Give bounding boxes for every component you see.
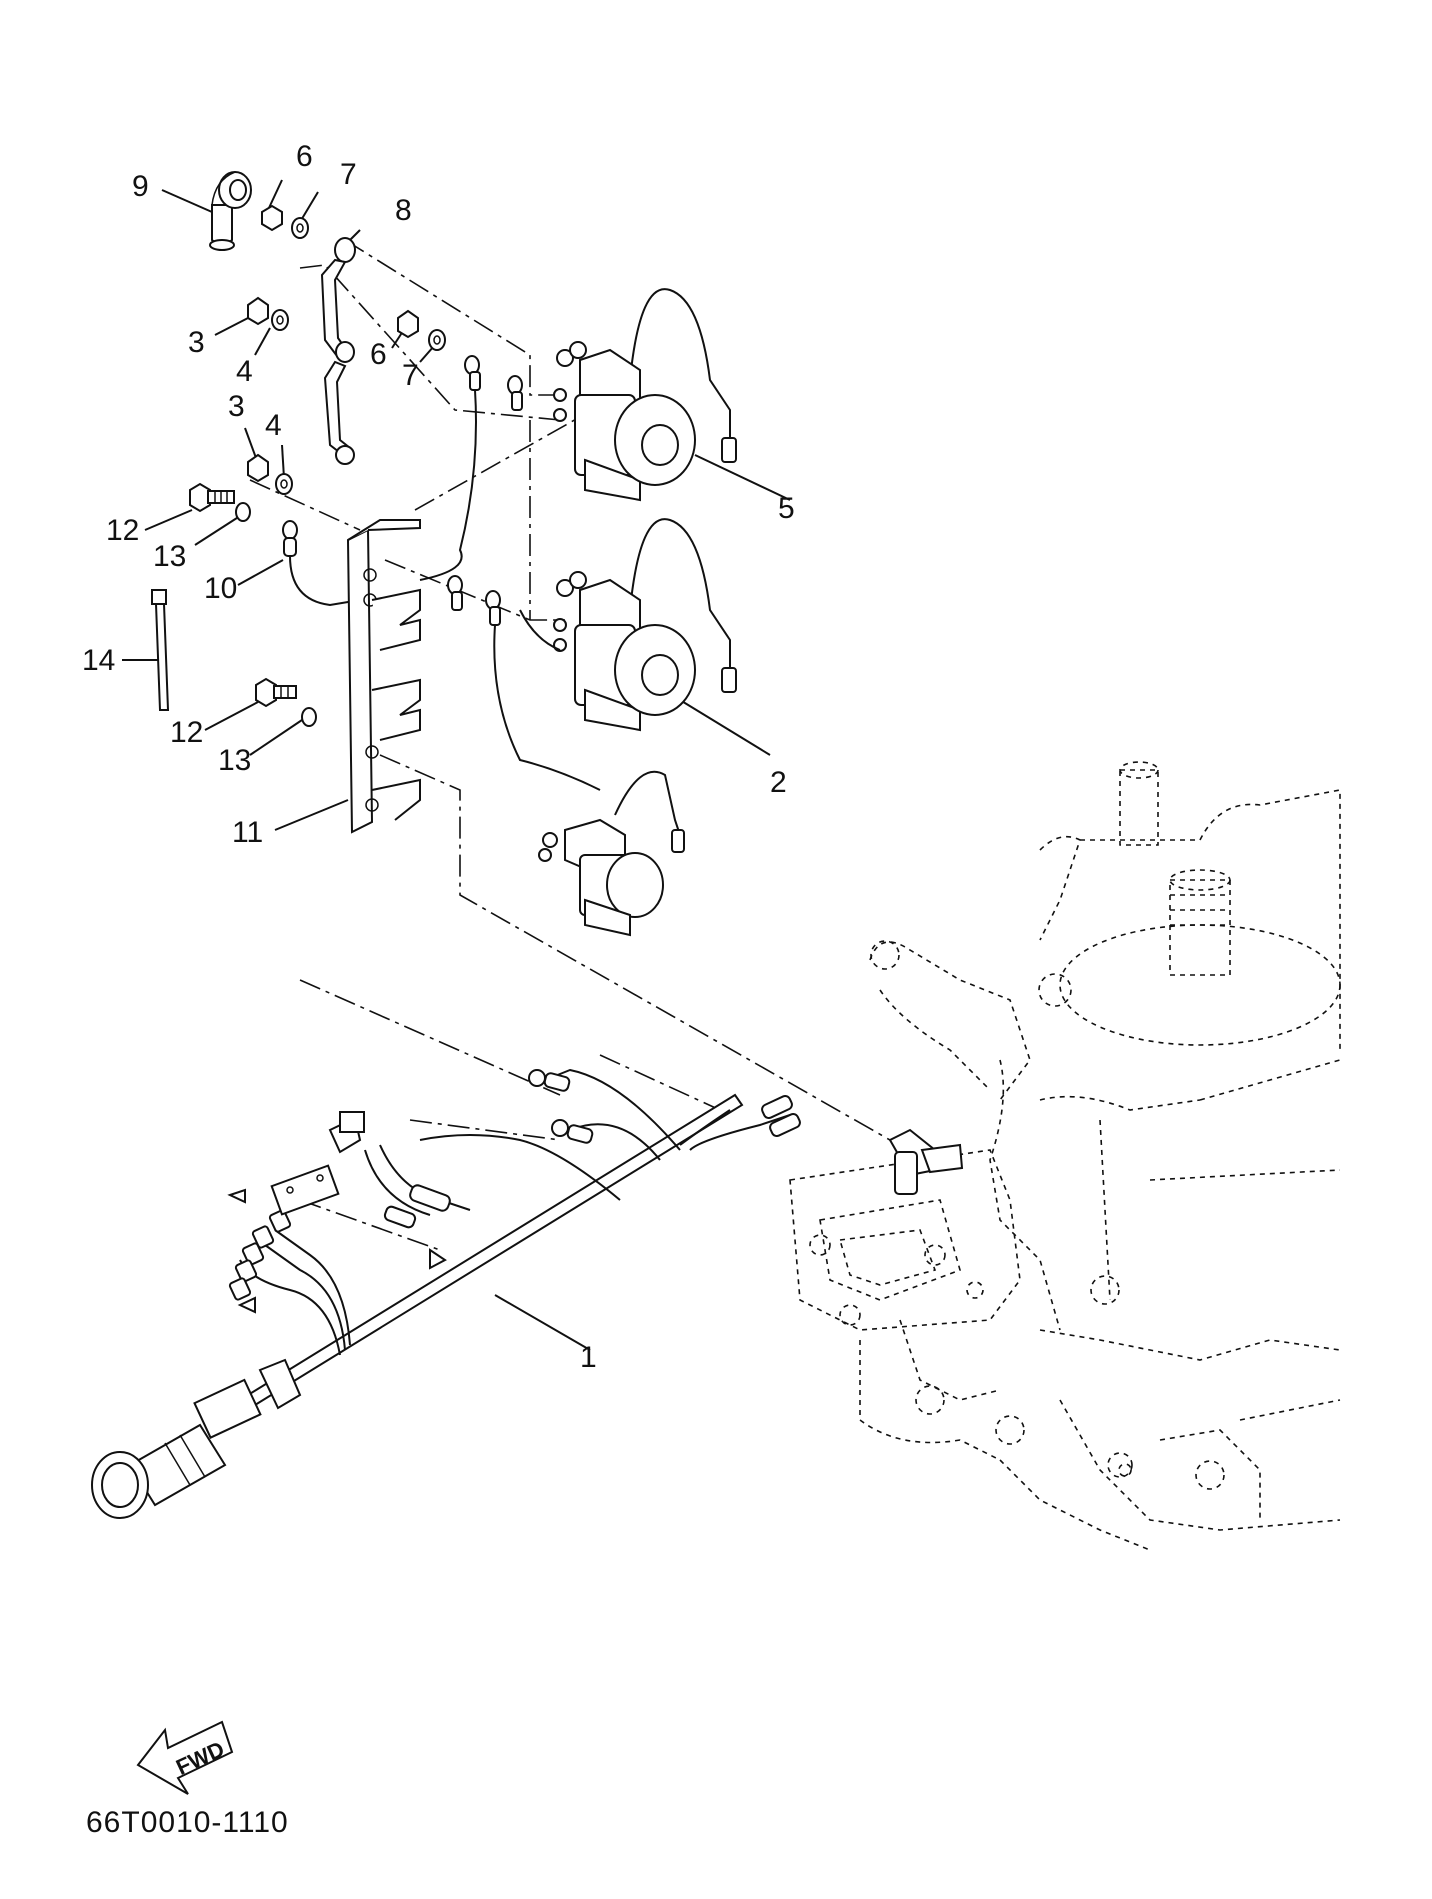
fwd-arrow-icon: FWD	[136, 1720, 234, 1795]
part-1-wire-harness	[91, 1068, 801, 1519]
leader-lines	[122, 179, 791, 1351]
callout-6: 6	[296, 140, 313, 173]
part-11-bracket	[346, 519, 421, 834]
part-small-relay	[538, 770, 685, 937]
callout-3: 3	[228, 390, 245, 423]
callout-12: 12	[106, 514, 139, 547]
callout-7: 7	[340, 158, 357, 191]
engine-block	[789, 761, 1341, 1551]
diagram-code: 66T0010-1110	[86, 1806, 289, 1839]
fasteners	[235, 204, 446, 727]
part-12-bolts	[189, 482, 297, 708]
part-14-cable-tie	[151, 589, 170, 711]
callout-12: 12	[170, 716, 203, 749]
callout-11: 11	[232, 816, 263, 849]
part-10-ground-wire	[282, 520, 361, 607]
callout-5: 5	[778, 492, 795, 525]
part-9-cap	[209, 171, 252, 251]
callout-13: 13	[218, 744, 251, 777]
callout-4: 4	[236, 355, 253, 388]
assembly-lines	[249, 239, 891, 1251]
callout-14: 14	[82, 644, 115, 677]
callout-13: 13	[153, 540, 186, 573]
callout-9: 9	[132, 170, 149, 203]
callout-2: 2	[770, 766, 787, 799]
callout-7: 7	[402, 359, 419, 392]
part-5-relay	[419, 288, 737, 581]
part-8-leads	[320, 237, 356, 465]
callout-8: 8	[395, 194, 412, 227]
callout-numbers: 9 6 7 8 3 4 6 7 3 4 5 12 13 10 14 12 13 …	[82, 140, 795, 1374]
callout-3: 3	[188, 326, 205, 359]
part-2-relay	[447, 518, 737, 791]
callout-1: 1	[580, 1341, 597, 1374]
callout-6: 6	[370, 338, 387, 371]
callout-4: 4	[265, 409, 282, 442]
callout-10: 10	[204, 572, 237, 605]
